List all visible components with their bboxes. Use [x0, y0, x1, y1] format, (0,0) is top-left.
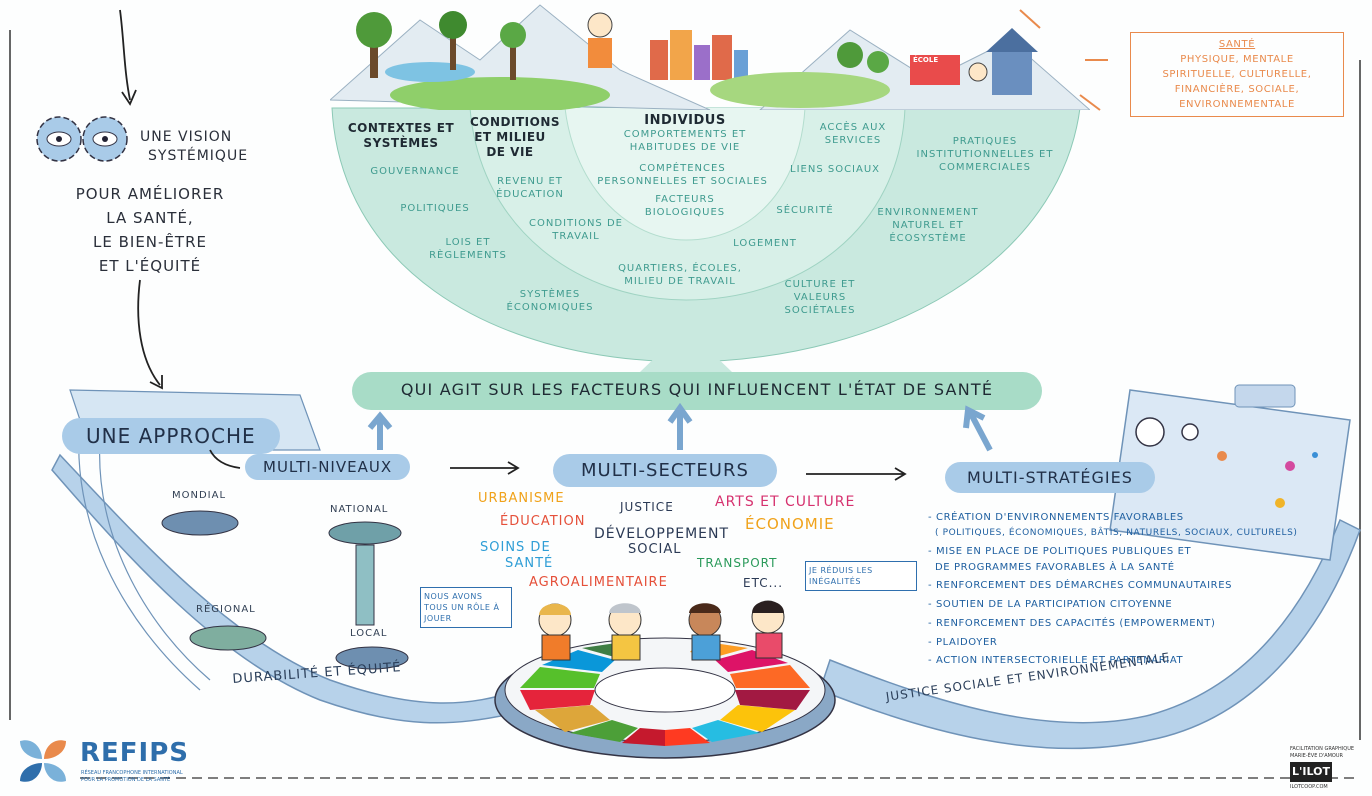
credit-text: FACILITATION GRAPHIQUE MARIE-ÈVE D'AMOUR [1290, 746, 1354, 760]
item-facteurs: FACTEURS BIOLOGIQUES [644, 194, 726, 218]
strategy-5: - RENFORCEMENT DES CAPACITÉS (EMPOWERMEN… [928, 618, 1216, 629]
sector-agroalimentaire: AGROALIMENTAIRE [529, 575, 668, 590]
banner-text: QUI AGIT SUR LES FACTEURS QUI INFLUENCEN… [400, 380, 994, 399]
item-competences: COMPÉTENCES PERSONNELLES ET SOCIALES [597, 163, 768, 187]
bubble-left: NOUS AVONS TOUS UN RÔLE À JOUER [420, 587, 512, 628]
multi-secteurs-label: MULTI-SECTEURS [553, 454, 777, 487]
strategy-2: - MISE EN PLACE DE POLITIQUES PUBLIQUES … [928, 546, 1192, 557]
credit-line2: MARIE-ÈVE D'AMOUR [1290, 753, 1344, 759]
sdg-wheel [494, 637, 836, 759]
people-illustration [538, 600, 785, 661]
vision-goal-line1: POUR AMÉLIORER [75, 185, 225, 203]
gears-eyes-icon [36, 116, 128, 162]
sector-transport: TRANSPORT [697, 556, 778, 570]
approach-title: UNE APPROCHE [62, 418, 280, 454]
strategy-4: - SOUTIEN DE LA PARTICIPATION CITOYENNE [928, 599, 1173, 610]
sector-arts: ARTS ET CULTURE [715, 494, 856, 510]
refips-name: REFIPS [80, 738, 189, 768]
strategy-6: - PLAIDOYER [928, 637, 998, 648]
health-title: SANTÉ [1218, 39, 1256, 50]
health-line3: FINANCIÈRE, SOCIALE, [1174, 84, 1300, 95]
vision-goal-line2: LA SANTÉ, [106, 209, 194, 227]
vision-title: UNE VISION SYSTÉMIQUE [140, 128, 248, 166]
vision-goal-line4: ET L'ÉQUITÉ [98, 257, 202, 275]
refips-subtitle: RÉSEAU FRANCOPHONE INTERNATIONAL POUR LA… [81, 770, 183, 784]
item-revenu: REVENU ET ÉDUCATION [496, 176, 564, 200]
sector-developpement: DÉVELOPPEMENT [594, 526, 730, 542]
item-acces: ACCÈS AUX SERVICES [819, 122, 887, 146]
item-liens: LIENS SOCIAUX [790, 164, 881, 175]
vision-goal-line3: LE BIEN-ÊTRE [93, 233, 207, 251]
heading-contexts: CONTEXTES ET SYSTÈMES [347, 121, 455, 150]
item-politiques: POLITIQUES [400, 203, 470, 214]
flow-arrows-left [119, 9, 163, 390]
landscape-illustration [330, 4, 1090, 110]
health-line4: ENVIRONNEMENTALE [1179, 99, 1295, 110]
item-pratiques: PRATIQUES INSTITUTIONNELLES ET COMMERCIA… [916, 136, 1054, 173]
credit-line1: FACILITATION GRAPHIQUE [1290, 746, 1355, 752]
sector-economie: ÉCONOMIE [745, 515, 835, 533]
vision-goal: POUR AMÉLIORER LA SANTÉ, LE BIEN-ÊTRE ET… [60, 182, 240, 278]
refips-logo-icon [20, 740, 66, 782]
school-sign: ÉCOLE [913, 56, 939, 64]
item-quartiers: QUARTIERS, ÉCOLES, MILIEU DE TRAVAIL [618, 263, 742, 287]
refips-subtitle-1: RÉSEAU FRANCOPHONE INTERNATIONAL [81, 770, 183, 776]
item-logement: LOGEMENT [733, 238, 797, 249]
health-line1: PHYSIQUE, MENTALE [1180, 54, 1294, 65]
strategy-2-cont: DE PROGRAMMES FAVORABLES À LA SANTÉ [935, 562, 1175, 573]
item-securite: SÉCURITÉ [776, 205, 834, 216]
credit-brand: L'ILOT [1290, 762, 1332, 782]
vision-title-line1: UNE VISION [140, 129, 233, 145]
multi-niveaux-label: MULTI-NIVEAUX [245, 454, 411, 480]
sector-justice: JUSTICE [620, 500, 674, 514]
sector-social: SOCIAL [628, 542, 682, 557]
level-mondial: MONDIAL [172, 490, 227, 501]
vision-title-line2: SYSTÉMIQUE [148, 148, 249, 164]
banner-background [352, 372, 1042, 410]
sector-education: ÉDUCATION [500, 514, 586, 529]
level-national: NATIONAL [330, 504, 389, 515]
item-comportements: COMPORTEMENTS ET HABITUDES DE VIE [623, 129, 747, 153]
sector-etc: ETC... [743, 576, 784, 590]
strategy-1: - CRÉATION D'ENVIRONNEMENTS FAVORABLES [928, 512, 1184, 523]
heading-individus: INDIVIDUS [644, 113, 726, 128]
item-gouvernance: GOUVERNANCE [370, 166, 460, 177]
sector-soins-2: SANTÉ [505, 556, 554, 571]
item-systemes: SYSTÈMES ÉCONOMIQUES [506, 289, 594, 313]
bubble-right: JE RÉDUIS LES INÉGALITÉS [805, 561, 917, 591]
sector-urbanisme: URBANISME [478, 491, 565, 506]
strategy-1-detail: ( POLITIQUES, ÉCONOMIQUES, BÂTIS, NATURE… [935, 528, 1298, 538]
health-line2: SPIRITUELLE, CULTURELLE, [1162, 69, 1312, 80]
sector-soins-1: SOINS DE [480, 540, 551, 555]
refips-subtitle-2: POUR LA PROMOTION DE LA SANTÉ [81, 777, 171, 783]
strategy-7: - ACTION INTERSECTORIELLE ET PARTENARIAT [928, 655, 1184, 666]
level-regional: RÉGIONAL [196, 604, 256, 615]
health-box: SANTÉ PHYSIQUE, MENTALE SPIRITUELLE, CUL… [1130, 32, 1344, 117]
item-culture: CULTURE ET VALEURS SOCIÉTALES [784, 279, 856, 316]
heading-conditions: CONDITIONS ET MILIEU DE VIE [470, 115, 561, 159]
multi-strategies-label: MULTI-STRATÉGIES [945, 462, 1155, 493]
item-conditions-travail: CONDITIONS DE TRAVAIL [529, 218, 623, 242]
credit-site: ILOTCOOP.COM [1290, 784, 1328, 790]
item-lois: LOIS ET RÈGLEMENTS [429, 237, 507, 261]
item-environnement: ENVIRONNEMENT NATUREL ET ÉCOSYSTÈME [877, 207, 979, 244]
strategy-3: - RENFORCEMENT DES DÉMARCHES COMMUNAUTAI… [928, 580, 1233, 591]
level-local: LOCAL [350, 628, 388, 639]
